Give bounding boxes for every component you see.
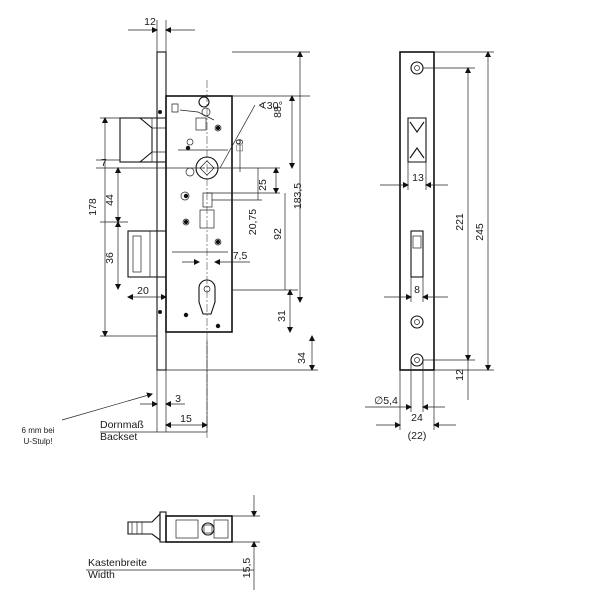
dim-92: 92 <box>272 228 284 240</box>
faceplate-view: 13 8 221 245 12 ∅5,4 24 (22) <box>365 51 494 442</box>
label-width: Width <box>88 569 115 581</box>
deadbolt <box>127 230 167 278</box>
dim-22: (22) <box>408 430 427 442</box>
dim-square-9: □9 <box>234 139 246 151</box>
note-line-2: U-Stulp! <box>24 437 53 446</box>
dim-36: 36 <box>104 252 116 264</box>
dim-7-5: 7,5 <box>233 250 248 262</box>
dim-88: 88 <box>272 106 284 118</box>
label-kastenbreite: Kastenbreite <box>88 557 147 569</box>
faceplate-outline <box>399 51 435 371</box>
dim-8: 8 <box>414 284 420 296</box>
deadbolt-opening <box>410 230 424 278</box>
dim-25: 25 <box>257 179 269 191</box>
latch-bolt <box>119 117 167 163</box>
dim-15: 15 <box>180 413 192 425</box>
dim-183-5: 183,5 <box>292 183 304 209</box>
latch-opening <box>407 117 427 163</box>
dim-221: 221 <box>454 213 466 231</box>
dim-31: 31 <box>276 310 288 322</box>
dim-34: 34 <box>296 352 308 364</box>
dim-faceplate-12: 12 <box>144 16 156 28</box>
label-dornmass: Dornmaß <box>100 419 144 431</box>
cylinder-cutout <box>198 279 216 315</box>
dim-7: 7 <box>101 157 107 169</box>
dim-245: 245 <box>474 223 486 241</box>
dim-hole-5-4: ∅5,4 <box>374 395 398 407</box>
front-view: 12 ∢30° 88 □9 7 25 178 44 20, <box>22 16 318 446</box>
dim-20-75: 20,75 <box>247 209 259 235</box>
faceplate <box>156 51 167 371</box>
mechanism <box>158 96 228 329</box>
top-view: 15,5 Kastenbreite Width <box>86 495 260 590</box>
dim-13: 13 <box>412 172 424 184</box>
top-case <box>165 515 233 543</box>
dim-24: 24 <box>411 412 423 424</box>
note-line-1: 6 mm bei <box>22 426 55 435</box>
dim-12-bottom: 12 <box>454 369 466 381</box>
dim-15-5: 15,5 <box>241 558 253 579</box>
dim-44: 44 <box>104 194 116 206</box>
dim-angle-30: ∢30° <box>258 100 283 112</box>
label-backset: Backset <box>100 431 137 443</box>
dim-20: 20 <box>137 285 149 297</box>
dim-178: 178 <box>87 198 99 216</box>
lock-case <box>165 95 233 333</box>
dim-3: 3 <box>175 393 181 405</box>
